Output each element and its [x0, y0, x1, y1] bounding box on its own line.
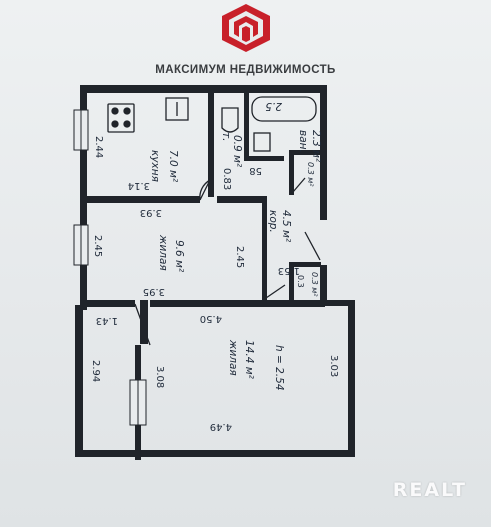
- dim-bedroom-left: 2.45: [92, 235, 103, 257]
- washbasin-icon: [253, 132, 271, 152]
- sink-icon: [165, 97, 189, 121]
- stove-icon: [107, 103, 135, 133]
- living-height: h = 2.54: [273, 345, 285, 391]
- dim-bedroom-right: 2.45: [234, 246, 245, 268]
- closet1-area: 0.3 м²: [306, 162, 315, 187]
- kitchen-area: 7.0 м²: [167, 150, 179, 183]
- window-lines: [80, 110, 139, 425]
- watermark: REALT: [392, 479, 467, 501]
- corridor-area: 4.5 м²: [280, 210, 292, 243]
- dim-living-right: 3.03: [328, 355, 339, 377]
- agency-name: МАКСИМУМ НЕДВИЖИМОСТЬ: [155, 64, 336, 76]
- dim-living-mid: 3.08: [154, 366, 165, 388]
- walls: [75, 85, 355, 460]
- kitchen-label: кухня: [149, 150, 161, 182]
- dim-bedroom-bottom: 3.95: [143, 286, 165, 297]
- bedroom-label: жилая: [157, 234, 169, 271]
- closet2-area: 0.3 м²: [310, 272, 319, 297]
- dim-wc-width: 58: [249, 165, 262, 176]
- dim-living-top: 4.50: [200, 313, 222, 324]
- dim-corr-small: 1.53: [278, 265, 300, 276]
- fixtures: [107, 96, 317, 152]
- doors: [134, 177, 321, 346]
- dim-living-left: 2.94: [90, 360, 101, 382]
- living-label: жилая: [227, 339, 239, 376]
- living-area: 14.4 м²: [243, 340, 255, 380]
- bathtub-icon: [251, 96, 317, 122]
- toilet-icon: [221, 107, 239, 133]
- bath-area: 2.3 м²: [310, 130, 322, 163]
- dim-balcony-width: 1.43: [96, 315, 118, 326]
- bedroom-area: 9.6 м²: [173, 240, 185, 273]
- dim-living-bottom: 4.49: [210, 421, 232, 432]
- maximum-logo-icon: [222, 4, 270, 52]
- corridor-label: кор.: [267, 210, 279, 233]
- dim-doorway: 0.83: [221, 168, 232, 190]
- dim-kitchen-left: 2.44: [93, 136, 104, 158]
- bathtub-label: 2.5: [265, 100, 282, 112]
- dim-kitchen-bottom: 3.14: [128, 180, 150, 191]
- bath-label: ван.: [297, 130, 309, 153]
- toilet-area: 0.9 м²: [231, 135, 243, 168]
- windows: [73, 109, 147, 426]
- dim-corr-03: 0.3: [296, 275, 305, 288]
- dim-bedroom-top: 3.93: [140, 207, 162, 218]
- toilet-label: т.: [220, 132, 232, 141]
